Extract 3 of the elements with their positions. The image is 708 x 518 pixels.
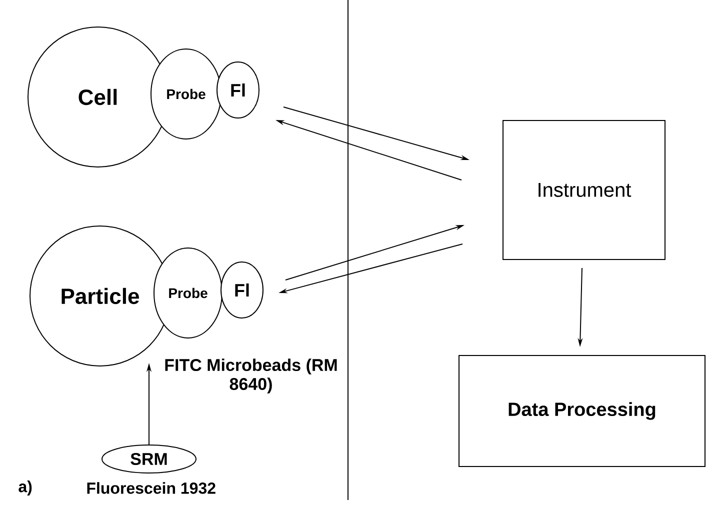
- process-box: Data Processing: [458, 354, 706, 467]
- instrument-box: Instrument: [502, 120, 666, 260]
- panel-label: a): [18, 480, 32, 496]
